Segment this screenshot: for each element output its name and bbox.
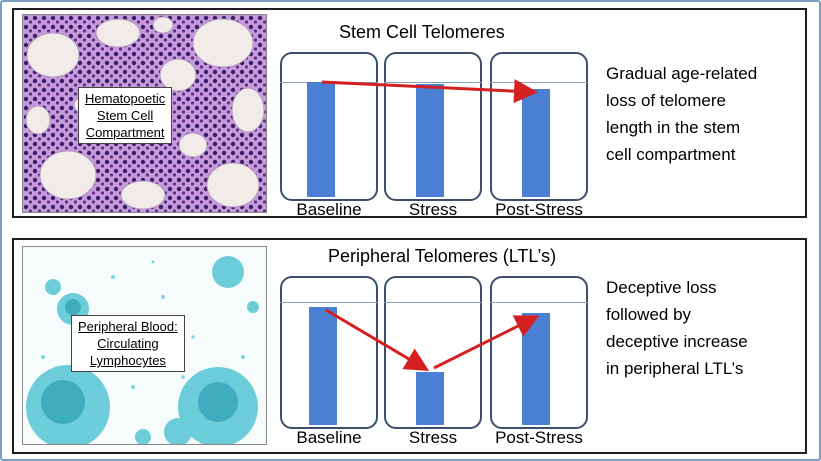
x-label-post-stress: Post-Stress [495,200,583,219]
stem-cell-panel: Hematopoetic Stem Cell Compartment Stem … [12,8,807,219]
baseline-reference-line [280,302,378,303]
description-line-3: deceptive increase [606,332,748,351]
description-line-2: followed by [606,305,692,324]
photo-label-line-3: Compartment [85,125,165,140]
x-label-post-stress: Post-Stress [495,428,583,447]
peripheral-panel: Peripheral Blood: Circulating Lymphocyte… [12,238,807,454]
description-line-1: Deceptive loss [606,278,717,297]
photo-label: Hematopoetic Stem Cell Compartment [78,87,173,144]
bar-post-stress [522,313,550,425]
bar-stress [416,84,444,197]
panel-title: Stem Cell Telomeres [339,22,505,42]
panel-title: Peripheral Telomeres (LTL’s) [328,246,557,266]
bar-baseline [307,82,335,197]
x-label-baseline: Baseline [296,200,362,219]
lymphocyte-image: Peripheral Blood: Circulating Lymphocyte… [22,246,267,445]
description-line-4: cell compartment [606,145,736,164]
photo-label-line-2: Stem Cell [96,108,154,123]
baseline-reference-line [384,302,482,303]
description-line-4: in peripheral LTL’s [606,359,744,378]
baseline-reference-line [384,82,482,83]
bar-post-stress [522,89,550,197]
photo-label-line-2: Circulating [97,336,159,351]
photo-label-line-1: Hematopoetic [85,91,166,106]
description: Deceptive loss followed by deceptive inc… [606,274,748,382]
bone-marrow-histology-image: Hematopoetic Stem Cell Compartment [22,14,267,213]
description-line-1: Gradual age-related [606,64,758,83]
x-label-stress: Stress [408,428,458,447]
baseline-reference-line [490,302,588,303]
bar-baseline [309,307,337,425]
description: Gradual age-related loss of telomere len… [606,60,757,168]
photo-label-line-1: Peripheral Blood: [78,319,178,334]
description-line-3: length in the stem [606,118,741,137]
description-line-2: loss of telomere [606,91,726,110]
photo-label-line-3: Lymphocytes [89,353,166,368]
x-label-baseline: Baseline [296,428,362,447]
x-label-stress: Stress [408,200,458,219]
photo-label: Peripheral Blood: Circulating Lymphocyte… [71,315,185,372]
baseline-reference-line [490,82,588,83]
bar-stress [416,372,444,425]
